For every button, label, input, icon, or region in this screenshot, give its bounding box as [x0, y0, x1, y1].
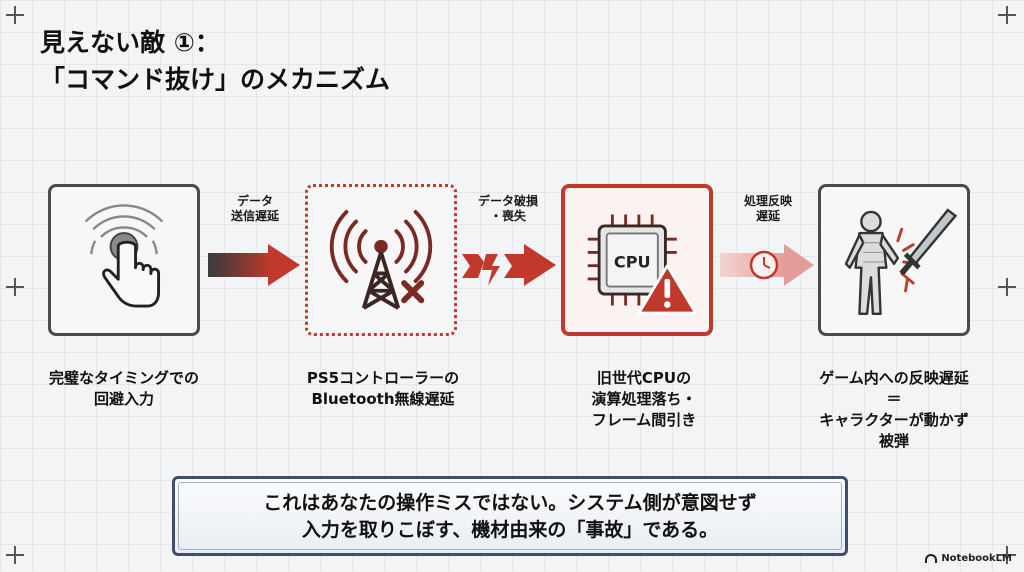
arrow-label-line: 送信遅延 [230, 209, 279, 223]
caption-line: 演算処理落ち・ [591, 390, 697, 408]
caption-stage-2: PS5コントローラーの Bluetooth無線遅延 [273, 368, 493, 410]
brand-mark: NotebookLM [925, 553, 1012, 564]
caption-line: ゲーム内への反映遅延 [819, 369, 969, 387]
caption-stage-1: 完璧なタイミングでの 回避入力 [14, 368, 234, 410]
conclusion-box: これはあなたの操作ミスではない。システム側が意図せず 入力を取りこぼす、機材由来… [172, 476, 848, 556]
character-hit-icon [844, 208, 958, 315]
stage-touch-input [48, 184, 200, 336]
caption-line: キャラクターが動かず [819, 411, 969, 429]
signal-tower-error-icon [329, 210, 433, 310]
caption-line: 旧世代CPUの [596, 369, 692, 387]
caption-line: ＝ [886, 390, 902, 408]
caption-line: 完璧なタイミングでの [48, 369, 199, 387]
brand-label: NotebookLM [941, 553, 1012, 564]
cpu-label: CPU [614, 253, 651, 272]
arrow-label-line: データ破損 [477, 194, 538, 208]
corner-mark [998, 6, 1016, 24]
stage-character-hit [818, 184, 970, 336]
caption-line: PS5コントローラーの [306, 369, 460, 387]
page-title: 見えない敵 ①： 「コマンド抜け」のメカニズム [40, 24, 390, 98]
conclusion-line-2: 入力を取りこぼす、機材由来の「事故」である。 [301, 519, 719, 541]
corner-mark [6, 546, 24, 564]
arrow-label-2: データ破損 ・喪失 [468, 194, 548, 224]
caption-stage-4: ゲーム内への反映遅延 ＝ キャラクターが動かず 被弾 [784, 368, 1004, 452]
stage-cpu-overload: CPU [561, 184, 713, 336]
title-line-2: 「コマンド抜け」のメカニズム [40, 65, 391, 94]
caption-line: フレーム間引き [591, 411, 697, 429]
arrow-label-line: データ [236, 194, 273, 208]
caption-line: Bluetooth無線遅延 [311, 390, 455, 408]
clock-icon [749, 250, 779, 280]
arrow-label-1: データ 送信遅延 [220, 194, 290, 224]
notebooklm-logo-icon [925, 554, 938, 563]
stage-bluetooth-delay [305, 184, 457, 336]
arrow-label-line: ・喪失 [489, 209, 526, 223]
arrow-label-line: 処理反映 [743, 194, 792, 208]
touch-finger-icon [84, 204, 164, 308]
conclusion-line-1: これはあなたの操作ミスではない。システム側が意図せず [263, 492, 757, 514]
caption-stage-3: 旧世代CPUの 演算処理落ち・ フレーム間引き [534, 368, 754, 431]
cpu-warning-icon: CPU [587, 214, 698, 315]
corner-mark [998, 278, 1016, 296]
corner-mark [6, 6, 24, 24]
title-line-1: 見えない敵 ①： [40, 28, 220, 57]
corner-mark [6, 278, 24, 296]
corner-mark [998, 546, 1016, 564]
caption-line: 回避入力 [93, 390, 154, 408]
arrow-data-corruption [462, 244, 556, 286]
arrow-label-line: 遅延 [755, 209, 780, 223]
caption-line: 被弾 [878, 432, 909, 450]
arrow-label-3: 処理反映 遅延 [730, 194, 806, 224]
arrow-data-send-delay [208, 244, 300, 286]
arrow-processing-delay [720, 244, 814, 286]
